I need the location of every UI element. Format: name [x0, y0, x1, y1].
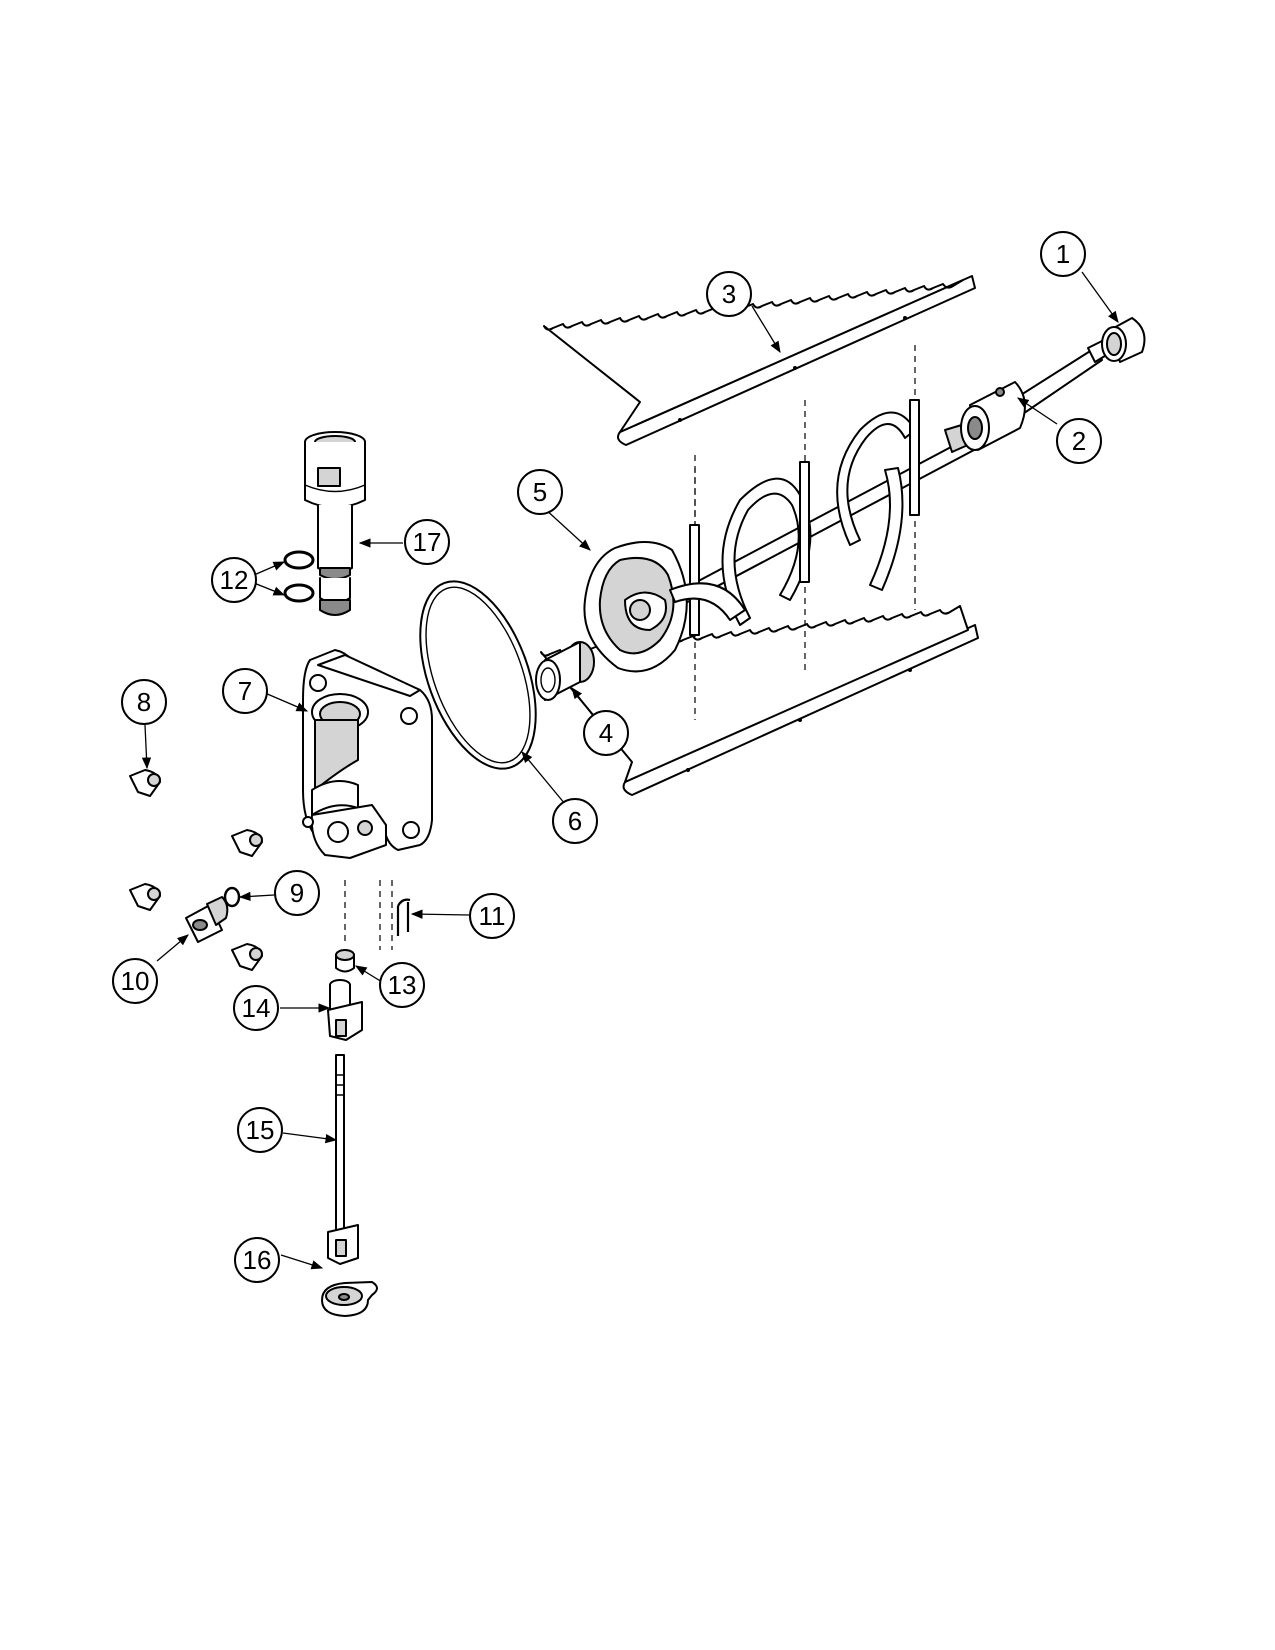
- callout-15: 15: [237, 1107, 283, 1153]
- callout-label: 5: [533, 477, 547, 507]
- callout-14: 14: [233, 985, 279, 1031]
- collar-ring: [1101, 317, 1146, 363]
- valve-spool: [304, 431, 366, 616]
- callout-3: 3: [706, 271, 752, 317]
- cap: [321, 1281, 378, 1317]
- callout-8: 8: [121, 679, 167, 725]
- callout-label: 8: [137, 687, 151, 717]
- callout-label: 16: [243, 1245, 272, 1275]
- callout-12: 12: [211, 557, 257, 603]
- callout-label: 6: [568, 806, 582, 836]
- pin-clip: [379, 880, 411, 950]
- scraper-disk: [583, 541, 746, 673]
- gasket-ring: [419, 580, 537, 770]
- callout-label: 3: [722, 279, 736, 309]
- callout-5: 5: [517, 469, 563, 515]
- o-rings: [283, 550, 315, 603]
- callout-7: 7: [222, 668, 268, 714]
- callout-label: 11: [479, 901, 506, 931]
- callout-2: 2: [1056, 418, 1102, 464]
- callout-label: 12: [220, 565, 249, 595]
- callout-6: 6: [552, 798, 598, 844]
- leader-lines: [141, 271, 1119, 1270]
- callout-1: 1: [1040, 231, 1086, 277]
- callout-label: 15: [246, 1115, 275, 1145]
- callout-9: 9: [274, 870, 320, 916]
- callout-10: 10: [112, 958, 158, 1004]
- callout-label: 7: [238, 676, 252, 706]
- auger-beater: [639, 399, 992, 636]
- door-knobs: [129, 769, 263, 971]
- callout-13: 13: [379, 962, 425, 1008]
- handle-bracket: [327, 979, 363, 1041]
- callout-label: 4: [599, 718, 613, 748]
- callout-label: 17: [413, 527, 442, 557]
- callout-label: 10: [121, 966, 150, 996]
- valve-body: [302, 649, 433, 859]
- rod: [327, 1054, 359, 1265]
- callout-11: 11: [469, 893, 515, 939]
- callout-label: 13: [388, 970, 417, 1000]
- spacer: [335, 880, 355, 973]
- bushing: [535, 641, 595, 701]
- upper-wiper-blade: [543, 275, 976, 446]
- callout-17: 17: [404, 519, 450, 565]
- callout-label: 9: [290, 878, 304, 908]
- callout-4: 4: [583, 710, 629, 756]
- callout-label: 1: [1056, 239, 1070, 269]
- fitting: [185, 896, 229, 943]
- callout-16: 16: [234, 1237, 280, 1283]
- callout-label: 2: [1072, 426, 1086, 456]
- callout-label: 14: [242, 993, 271, 1023]
